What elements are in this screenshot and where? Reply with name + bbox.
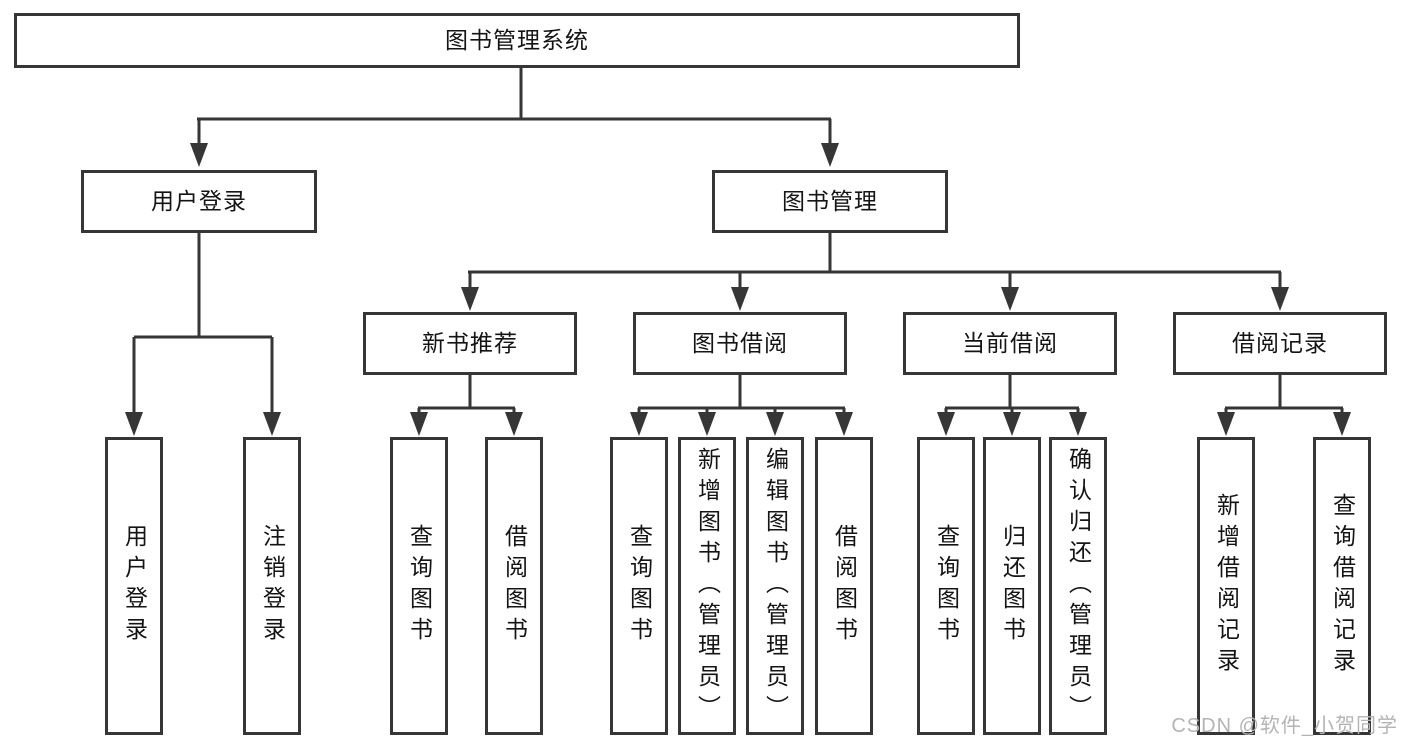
node-new-book-recommend-label: 新书推荐 bbox=[422, 329, 518, 356]
leaf-newrec-query-books-label: 查询图书 bbox=[406, 524, 433, 648]
node-borrow-records: 借阅记录 bbox=[1173, 312, 1387, 375]
node-current-borrow-label: 当前借阅 bbox=[962, 329, 1058, 356]
node-new-book-recommend: 新书推荐 bbox=[363, 312, 577, 375]
leaf-borrow-query-books: 查询图书 bbox=[610, 437, 668, 735]
leaf-records-query-record: 查询借阅记录 bbox=[1313, 437, 1371, 735]
node-user-login-label: 用户登录 bbox=[151, 187, 247, 214]
node-book-management: 图书管理 bbox=[712, 170, 948, 233]
node-borrow-records-label: 借阅记录 bbox=[1232, 329, 1328, 356]
watermark: CSDN @软件_小贺同学 bbox=[1171, 715, 1398, 737]
leaf-borrow-add-books-admin: 新增图书（管理员） bbox=[678, 437, 736, 735]
node-book-management-label: 图书管理 bbox=[782, 187, 878, 214]
leaf-borrow-borrow-books-label: 借阅图书 bbox=[831, 524, 858, 648]
leaf-borrow-query-books-label: 查询图书 bbox=[626, 524, 653, 648]
node-book-borrow-label: 图书借阅 bbox=[692, 329, 788, 356]
leaf-records-add-record-label: 新增借阅记录 bbox=[1213, 493, 1240, 679]
leaf-borrow-borrow-books: 借阅图书 bbox=[815, 437, 873, 735]
leaf-records-query-record-label: 查询借阅记录 bbox=[1329, 493, 1356, 679]
leaf-current-confirm-return-admin-label: 确认归还（管理员） bbox=[1065, 446, 1092, 726]
leaf-records-add-record: 新增借阅记录 bbox=[1197, 437, 1255, 735]
leaf-borrow-edit-books-admin: 编辑图书（管理员） bbox=[746, 437, 804, 735]
leaf-newrec-query-books: 查询图书 bbox=[390, 437, 448, 735]
leaf-current-confirm-return-admin: 确认归还（管理员） bbox=[1049, 437, 1107, 735]
leaf-newrec-borrow-books: 借阅图书 bbox=[485, 437, 543, 735]
node-user-login: 用户登录 bbox=[81, 170, 317, 233]
node-book-borrow: 图书借阅 bbox=[633, 312, 847, 375]
node-current-borrow: 当前借阅 bbox=[903, 312, 1117, 375]
node-root: 图书管理系统 bbox=[14, 13, 1020, 68]
leaf-user-login: 用户登录 bbox=[105, 437, 163, 735]
leaf-user-login-label: 用户登录 bbox=[121, 524, 148, 648]
leaf-borrow-edit-books-admin-label: 编辑图书（管理员） bbox=[762, 446, 789, 726]
leaf-current-query-books: 查询图书 bbox=[917, 437, 975, 735]
leaf-borrow-add-books-admin-label: 新增图书（管理员） bbox=[694, 446, 721, 726]
node-root-label: 图书管理系统 bbox=[445, 26, 589, 53]
leaf-current-return-books: 归还图书 bbox=[983, 437, 1041, 735]
leaf-logout: 注销登录 bbox=[243, 437, 301, 735]
leaf-logout-label: 注销登录 bbox=[259, 524, 286, 648]
leaf-newrec-borrow-books-label: 借阅图书 bbox=[501, 524, 528, 648]
leaf-current-return-books-label: 归还图书 bbox=[999, 524, 1026, 648]
leaf-current-query-books-label: 查询图书 bbox=[933, 524, 960, 648]
